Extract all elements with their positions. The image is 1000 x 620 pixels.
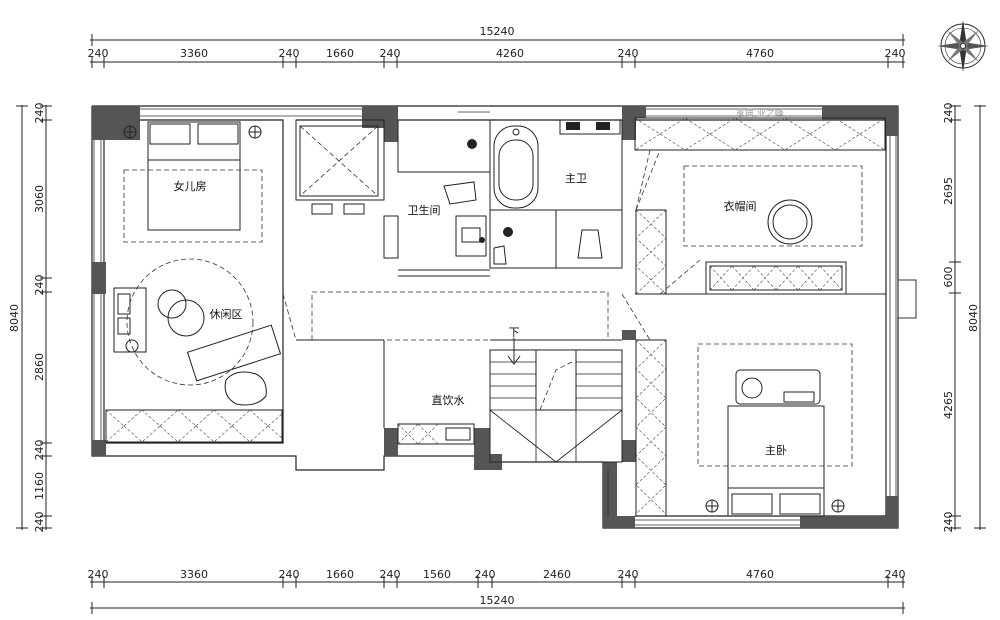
bottom-dim-7: 240 [475, 568, 496, 581]
bottom-dimension-chain: 240 3360 240 1660 240 1560 240 2460 240 … [88, 568, 906, 614]
right-total-dimension: 8040 [967, 304, 980, 332]
top-dim-4: 1660 [326, 47, 354, 60]
left-dim-4: 2860 [33, 353, 46, 381]
windows [93, 105, 897, 526]
watermark: 家居 业之峰 [736, 107, 784, 119]
bay-window [897, 279, 917, 319]
corridor: 直饮水 [296, 291, 622, 445]
bottom-dim-10: 4760 [746, 568, 774, 581]
top-dim-9: 240 [885, 47, 906, 60]
right-dim-2: 2695 [942, 177, 955, 205]
left-total-dimension: 8040 [8, 304, 21, 332]
right-dim-4: 4265 [942, 391, 955, 419]
top-dim-6: 4260 [496, 47, 524, 60]
daughter-room-label: 女儿房 [174, 179, 207, 193]
staircase: 下 [489, 326, 623, 463]
compass-rose-icon [937, 20, 989, 72]
bottom-dim-8: 2460 [543, 568, 571, 581]
bottom-dim-5: 240 [380, 568, 401, 581]
top-dim-2: 3360 [180, 47, 208, 60]
left-dim-3: 240 [33, 275, 46, 296]
bottom-dim-4: 1660 [326, 568, 354, 581]
right-dim-3: 600 [942, 267, 955, 288]
bottom-dim-6: 1560 [423, 568, 451, 581]
bottom-dim-11: 240 [885, 568, 906, 581]
leisure-area-label: 休闲区 [210, 307, 243, 321]
cloakroom-label: 衣帽间 [724, 199, 757, 213]
left-dim-5: 240 [33, 440, 46, 461]
bottom-dim-2: 3360 [180, 568, 208, 581]
master-bedroom: 主卧 [635, 339, 853, 517]
door-swings [282, 149, 651, 341]
left-dim-1: 240 [33, 103, 46, 124]
top-dim-1: 240 [88, 47, 109, 60]
bathroom: 卫生间 [295, 119, 507, 277]
top-total-dimension: 15240 [480, 25, 515, 38]
top-dim-3: 240 [279, 47, 300, 60]
right-dim-5: 240 [942, 512, 955, 533]
left-dim-6: 1160 [33, 472, 46, 500]
bottom-dim-3: 240 [279, 568, 300, 581]
wall-columns [92, 106, 898, 528]
bottom-dim-1: 240 [88, 568, 109, 581]
left-dimension-chain: 8040 240 3060 240 2860 240 1160 240 [8, 103, 52, 533]
drinking-water-label: 直饮水 [432, 393, 465, 407]
top-dim-8: 4760 [746, 47, 774, 60]
right-dim-1: 240 [942, 103, 955, 124]
left-dim-2: 3060 [33, 185, 46, 213]
master-bath-label: 主卫 [565, 172, 587, 185]
left-dim-7: 240 [33, 512, 46, 533]
top-dim-5: 240 [380, 47, 401, 60]
bathroom-label: 卫生间 [408, 203, 441, 217]
master-bedroom-label: 主卧 [765, 444, 787, 457]
cloakroom: 衣帽间 家居 业之峰 [634, 107, 886, 295]
bottom-total-dimension: 15240 [480, 594, 515, 607]
master-bath: 主卫 [489, 119, 623, 269]
top-dim-7: 240 [618, 47, 639, 60]
right-dimension-chain: 240 2695 600 4265 240 8040 [942, 103, 986, 533]
top-dimension-chain: 15240 240 3360 240 1660 240 4260 240 476… [88, 25, 906, 68]
daughter-room: 女儿房 休闲区 [105, 121, 283, 443]
bottom-dim-9: 240 [618, 568, 639, 581]
stairs-down-label: 下 [509, 326, 520, 339]
